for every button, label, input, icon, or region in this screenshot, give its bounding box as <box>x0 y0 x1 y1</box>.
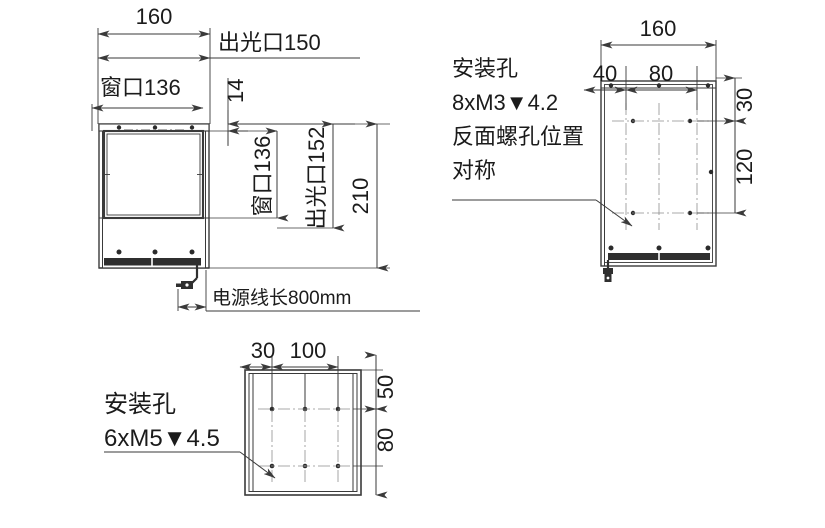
front-view-body <box>98 123 210 269</box>
dim-front-exit-height-152: 出光口152 <box>277 120 345 232</box>
dim-label-bottom-top-offset: 50 <box>373 375 398 399</box>
dim-label-front-width: 160 <box>136 4 173 29</box>
dim-label-front-top-offset: 14 <box>223 79 248 103</box>
dim-label-side-hole-offset-left: 40 <box>593 61 617 86</box>
dim-side-hole-offsets: 40 80 <box>583 61 698 110</box>
dim-label-side-span: 120 <box>732 149 757 186</box>
callout-bottom-mounting-holes: 安装孔 6xM5▼4.5 <box>104 391 276 479</box>
callout-side-line1: 安装孔 <box>452 56 518 81</box>
bottom-view: 30 100 50 80 安装孔 6xM5▼4.5 <box>104 338 398 499</box>
dim-side-top-offset-30: 30 <box>697 74 757 125</box>
dim-front-window-136: 窗口136 <box>91 75 204 131</box>
dim-label-side-width: 160 <box>640 16 677 41</box>
dim-bottom-top-offset-50: 50 <box>353 351 398 413</box>
dim-front-exit-150: 出光口150 <box>97 30 360 62</box>
dim-bottom-span-80: 80 <box>353 405 398 499</box>
side-power-connector <box>603 260 613 282</box>
callout-side-line4: 对称 <box>452 158 496 183</box>
dim-cable-length: 电源线长800mm <box>177 270 420 312</box>
front-view: 电源线长800mm 160 出光口150 窗口136 1 <box>91 4 420 312</box>
dim-label-front-window-height: 窗口136 <box>250 136 275 217</box>
dim-label-front-total-height: 210 <box>348 178 373 215</box>
dim-side-span-120: 120 <box>697 117 757 217</box>
dim-front-width-160: 160 <box>97 4 211 124</box>
bottom-view-body <box>244 369 362 496</box>
dim-side-width-160: 160 <box>600 16 717 81</box>
dim-front-window-height-136: 窗口136 <box>203 127 289 222</box>
side-view-body <box>600 80 717 267</box>
dim-label-front-window-width: 窗口136 <box>100 75 181 100</box>
side-view: 160 40 80 30 120 安装孔 8x <box>452 16 757 282</box>
callout-bottom-line2: 6xM5▼4.5 <box>104 425 220 452</box>
dim-front-top-offset-14: 14 <box>223 78 355 146</box>
callout-side-line3: 反面螺孔位置 <box>452 124 584 149</box>
note-cable-length: 电源线长800mm <box>212 287 351 309</box>
dim-front-total-height-210: 210 <box>209 120 390 272</box>
dim-label-front-exit-width: 出光口150 <box>218 30 321 55</box>
power-connector <box>176 265 199 289</box>
dim-label-front-exit-height: 出光口152 <box>304 127 329 230</box>
dim-bottom-hole-offsets: 30 100 <box>239 338 339 373</box>
callout-side-mounting-holes: 安装孔 8xM3▼4.2 反面螺孔位置 对称 <box>452 56 633 227</box>
dim-label-bottom-hole-pitch: 100 <box>290 338 327 363</box>
callout-side-line2: 8xM3▼4.2 <box>452 90 558 115</box>
dim-label-bottom-hole-offset-left: 30 <box>251 338 275 363</box>
dim-label-side-hole-pitch: 80 <box>649 61 673 86</box>
callout-bottom-line1: 安装孔 <box>104 391 176 418</box>
dim-label-side-top-offset: 30 <box>732 88 757 112</box>
dim-label-bottom-span: 80 <box>373 428 398 452</box>
